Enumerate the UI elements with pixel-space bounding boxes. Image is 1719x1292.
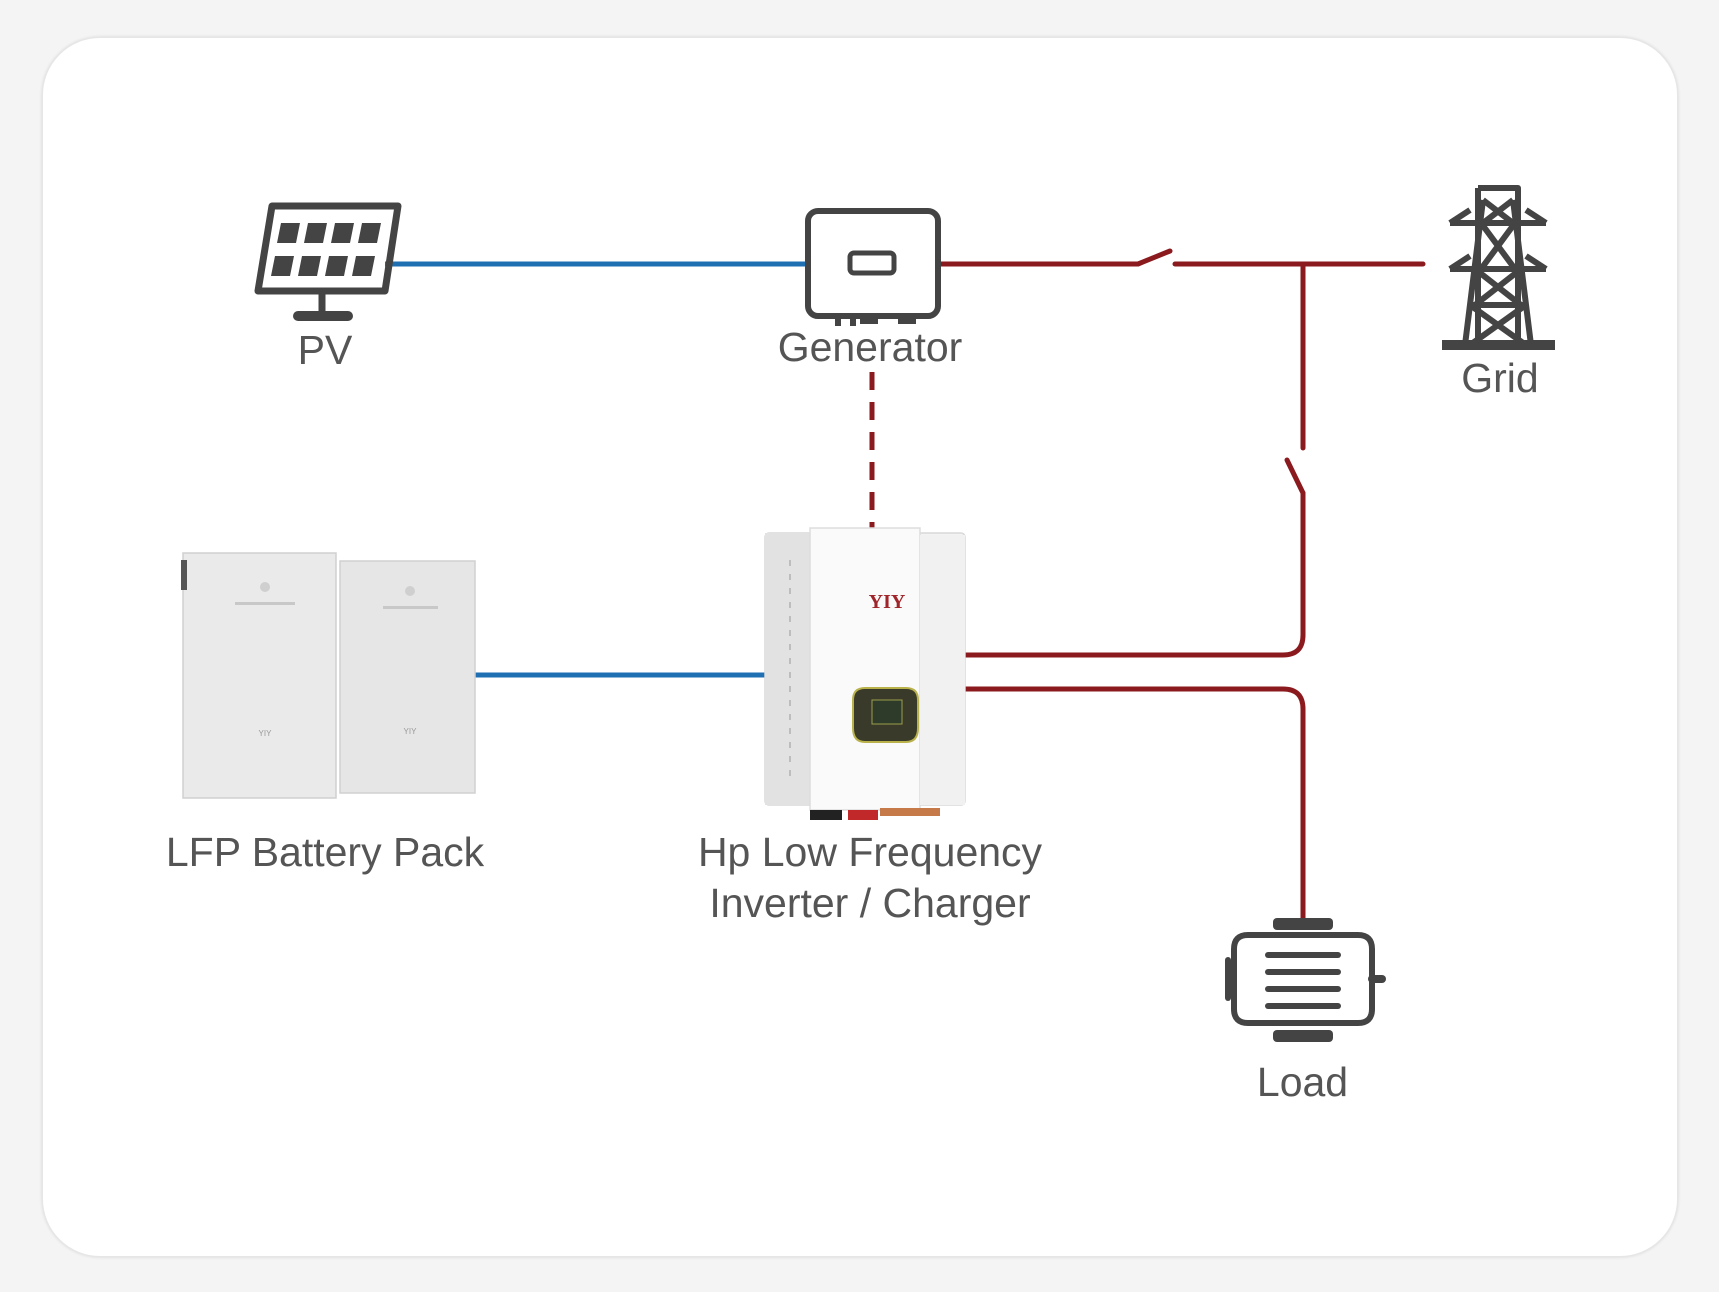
pv-label: PV <box>297 327 353 373</box>
transmission-tower-icon <box>1442 185 1555 350</box>
inverter-image: YIY <box>764 527 966 820</box>
inverter-load-line <box>965 686 1306 918</box>
inverter-label-line2: Inverter / Charger <box>709 880 1031 926</box>
inverter-brand-mark: YIY <box>869 591 906 613</box>
load-label: Load <box>1256 1059 1349 1105</box>
generator-icon <box>805 208 941 326</box>
generator-grid-line <box>937 248 1426 267</box>
inverter-label-line1: Hp Low Frequency <box>697 829 1043 875</box>
battery-brand-mark: YIY <box>259 729 273 738</box>
battery-brand-mark-2: YIY <box>404 727 418 736</box>
solar-panel-icon <box>254 202 402 321</box>
motor-icon <box>1225 918 1386 1042</box>
generator-label: Generator <box>777 324 963 370</box>
grid-label: Grid <box>1461 355 1539 401</box>
grid-inverter-line <box>962 261 1306 658</box>
battery-label: LFP Battery Pack <box>165 829 485 875</box>
battery-pack-image: YIY YIY <box>181 552 476 799</box>
